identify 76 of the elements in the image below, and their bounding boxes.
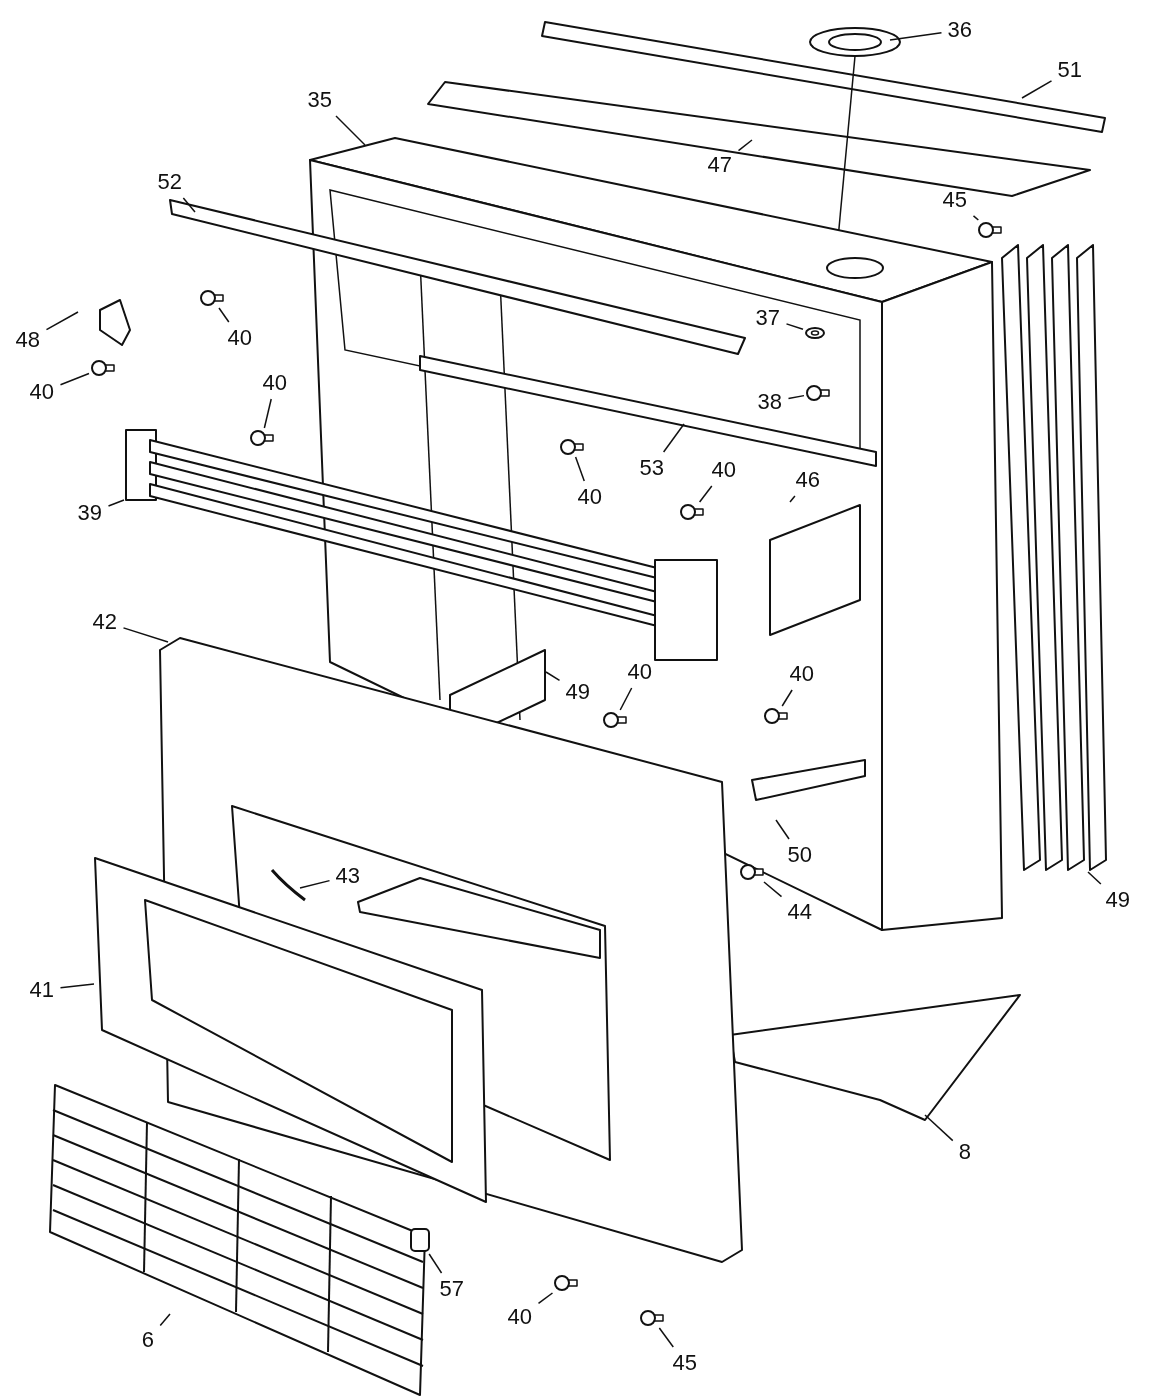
leader-line xyxy=(787,394,805,400)
leader-line xyxy=(574,456,585,482)
leader-line xyxy=(789,495,796,503)
screw-drawing xyxy=(554,1275,578,1291)
leader-line xyxy=(159,1313,171,1327)
leader-line xyxy=(335,115,366,146)
leader-line xyxy=(218,307,230,323)
callout-number: 40 xyxy=(627,660,652,684)
leader-line xyxy=(698,485,713,503)
callout-number: 40 xyxy=(577,485,602,509)
leader-line xyxy=(545,671,561,682)
leader-line xyxy=(737,139,753,152)
callout-number: 40 xyxy=(29,380,54,404)
leader-line xyxy=(182,197,196,213)
callout-number: 41 xyxy=(29,978,54,1002)
callout-number: 44 xyxy=(787,900,812,924)
washer-drawing xyxy=(805,327,825,339)
screw-drawing xyxy=(603,712,627,728)
leader-line xyxy=(785,323,804,330)
leader-line xyxy=(122,627,169,643)
screw-drawing xyxy=(806,385,830,401)
callout-number: 40 xyxy=(262,371,287,395)
screw-drawing xyxy=(640,1310,664,1326)
leader-line xyxy=(775,819,790,840)
plug-drawing xyxy=(410,1228,430,1252)
screw-drawing xyxy=(560,439,584,455)
leader-line xyxy=(299,879,331,889)
callout-number: 40 xyxy=(227,326,252,350)
leader-line xyxy=(1087,871,1102,885)
callout-number: 57 xyxy=(439,1277,464,1301)
callout-number: 38 xyxy=(757,390,782,414)
leader-line xyxy=(781,689,793,707)
callout-number: 37 xyxy=(755,306,780,330)
callout-number: 36 xyxy=(947,18,972,42)
screw-drawing xyxy=(200,290,224,306)
callout-number: 35 xyxy=(307,88,332,112)
leader-line xyxy=(763,881,783,898)
callout-number: 42 xyxy=(92,610,117,634)
screw-drawing xyxy=(978,222,1002,238)
leader-line xyxy=(658,1327,674,1348)
callout-number: 40 xyxy=(789,662,814,686)
screw-drawing xyxy=(680,504,704,520)
callout-number: 48 xyxy=(15,328,40,352)
callout-number: 46 xyxy=(795,468,820,492)
screw-drawing xyxy=(250,430,274,446)
leader-line xyxy=(924,1114,954,1142)
screw-drawing xyxy=(91,360,115,376)
callout-number: 52 xyxy=(157,170,182,194)
leader-line xyxy=(889,31,943,41)
leader-line xyxy=(428,1253,443,1274)
screw-drawing xyxy=(740,864,764,880)
callout-number: 45 xyxy=(942,188,967,212)
leader-line xyxy=(59,983,95,989)
callout-number: 50 xyxy=(787,843,812,867)
callout-number: 8 xyxy=(958,1140,971,1164)
leader-line xyxy=(537,1292,554,1305)
screw-drawing xyxy=(764,708,788,724)
leader-line xyxy=(263,398,272,429)
leader-line xyxy=(59,372,90,386)
callout-number: 47 xyxy=(707,153,732,177)
callout-number: 39 xyxy=(77,501,102,525)
leader-line xyxy=(619,687,633,711)
callout-number: 43 xyxy=(335,864,360,888)
callout-number: 51 xyxy=(1057,58,1082,82)
callout-number: 40 xyxy=(507,1305,532,1329)
callout-number: 49 xyxy=(1105,888,1130,912)
callout-number: 53 xyxy=(639,456,664,480)
leader-line xyxy=(972,215,980,221)
leader-line xyxy=(1021,80,1053,99)
callout-number: 6 xyxy=(141,1328,154,1352)
callout-number: 45 xyxy=(672,1351,697,1375)
leader-line xyxy=(107,499,125,507)
leader-line xyxy=(662,423,685,453)
leader-line xyxy=(45,311,79,331)
callout-number: 40 xyxy=(711,458,736,482)
callout-number: 49 xyxy=(565,680,590,704)
